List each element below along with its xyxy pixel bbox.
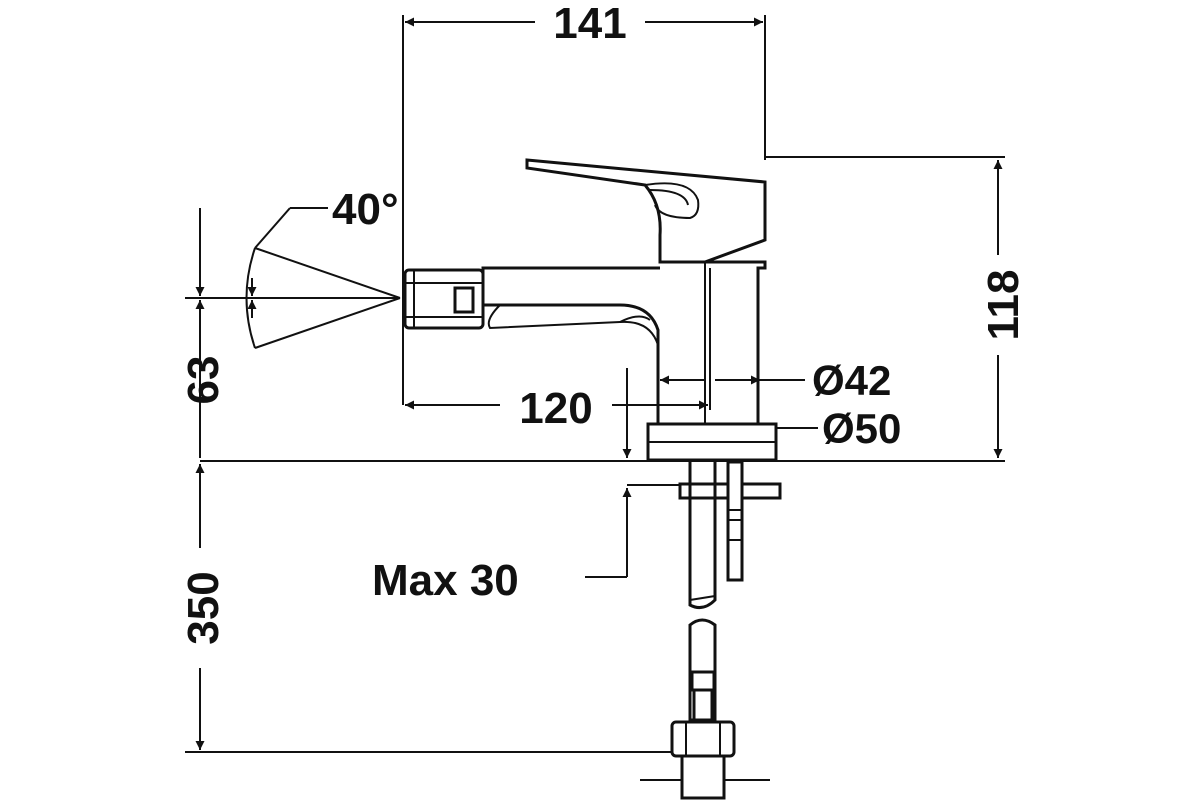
spray-angle-arc xyxy=(245,247,256,349)
label-total-height: 118 xyxy=(979,270,1028,341)
supply-hose-upper xyxy=(688,462,717,610)
label-max-thickness: Max 30 xyxy=(372,556,519,605)
label-base-diameter: Ø50 xyxy=(822,405,901,452)
hex-nut-connector xyxy=(670,720,736,758)
label-spout-reach: 120 xyxy=(519,384,592,433)
supply-hose-lower xyxy=(688,618,717,722)
label-hose-length: 350 xyxy=(179,571,228,644)
label-total-width: 141 xyxy=(553,0,626,48)
mixer-body xyxy=(481,260,767,426)
label-body-diameter: Ø42 xyxy=(812,357,891,404)
bidet-mixer-outline xyxy=(403,158,782,800)
mixer-handle xyxy=(525,158,767,264)
label-spray-angle: 40° xyxy=(332,185,399,234)
dimension-labels: 141 120 Ø42 Ø50 Max 30 40° 118 63 350 xyxy=(179,0,1028,645)
label-base-height: 63 xyxy=(179,356,228,405)
